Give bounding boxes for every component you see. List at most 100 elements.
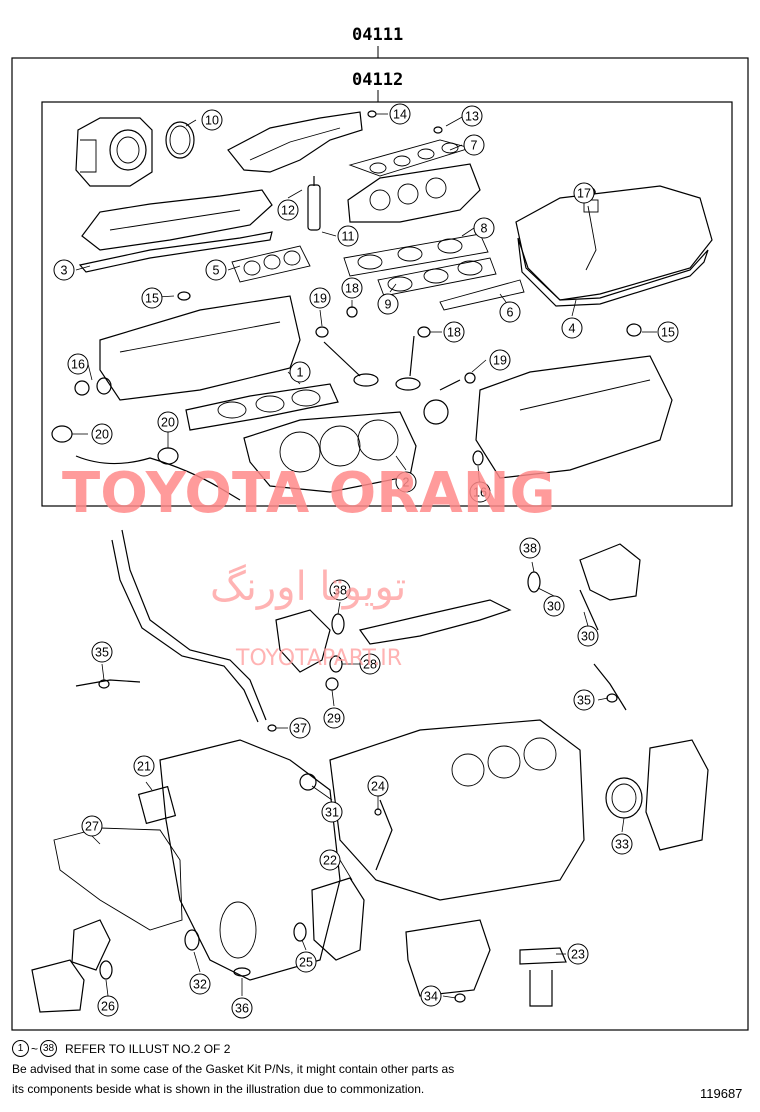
- callout-circle: [53, 259, 75, 281]
- callout-label: 20: [95, 428, 109, 442]
- cylinder-head-right-drawing: [475, 355, 673, 479]
- callout-circle: [319, 849, 341, 871]
- callout-30: 30: [543, 595, 565, 617]
- plug-right: [593, 663, 627, 711]
- callout-label: 38: [333, 584, 347, 598]
- callout-label: 38: [523, 542, 537, 556]
- callout-circle: [561, 317, 583, 339]
- kit-code-04112: 04112: [352, 70, 403, 90]
- callout-circle: [141, 287, 163, 309]
- callout-circle: [657, 321, 679, 343]
- callout-label: 30: [547, 600, 561, 614]
- callout-circle: [611, 833, 633, 855]
- callout-27: 27: [81, 815, 103, 837]
- callout-circle: [289, 361, 311, 383]
- water-bypass-pipe: [358, 599, 512, 645]
- callout-24: 24: [367, 775, 389, 797]
- callout-circle: [461, 105, 483, 127]
- ref-end-circle: 38: [40, 1040, 58, 1057]
- callout-circle: [389, 103, 411, 125]
- callout-18: 18: [341, 277, 363, 299]
- callout-17: 17: [573, 182, 595, 204]
- callout-38: 38: [519, 537, 541, 559]
- callout-circle: [499, 301, 521, 323]
- callout-30: 30: [577, 625, 599, 647]
- callout-31: 31: [321, 801, 343, 823]
- callout-35: 35: [573, 689, 595, 711]
- callout-label: 26: [101, 1000, 115, 1014]
- outer-kit-frame: [11, 57, 749, 1031]
- callout-19: 19: [489, 349, 511, 371]
- callout-group: 1234567891011121314151516161718181919202…: [53, 103, 679, 1019]
- callout-32: 32: [189, 973, 211, 995]
- water-outlet-right: [579, 543, 641, 601]
- callout-label: 7: [471, 139, 478, 153]
- gasket-21: [137, 785, 177, 825]
- callout-21: 21: [133, 755, 155, 777]
- callout-circle: [567, 943, 589, 965]
- callout-label: 35: [95, 646, 109, 660]
- callout-circle: [231, 997, 253, 1019]
- callout-circle: [295, 951, 317, 973]
- callout-19: 19: [309, 287, 331, 309]
- oil-strainer-drawing: [519, 947, 567, 1007]
- callout-38: 38: [329, 579, 351, 601]
- callout-label: 17: [577, 187, 591, 201]
- callout-circle: [573, 182, 595, 204]
- callout-label: 33: [615, 838, 629, 852]
- water-inlet-drawing: [275, 609, 331, 673]
- oil-pump-drawing: [311, 877, 365, 961]
- intake-gasket-lower: [377, 257, 497, 297]
- callout-label: 9: [385, 298, 392, 312]
- footer-reference: 1 ~ 38 REFER TO ILLUST NO.2 OF 2: [12, 1040, 230, 1057]
- callout-2: 2: [395, 471, 417, 493]
- callout-circle: [395, 471, 417, 493]
- callout-circle: [323, 707, 345, 729]
- callout-22: 22: [319, 849, 341, 871]
- callout-circle: [443, 321, 465, 343]
- plug-left: [75, 679, 141, 687]
- valve-cover-left-drawing: [81, 189, 273, 251]
- callout-circle: [91, 641, 113, 663]
- callout-26: 26: [97, 995, 119, 1017]
- callout-circle: [489, 349, 511, 371]
- callout-circle: [337, 225, 359, 247]
- callout-circle: [473, 217, 495, 239]
- callout-5: 5: [205, 259, 227, 281]
- callout-label: 32: [193, 978, 207, 992]
- callout-label: 37: [293, 722, 307, 736]
- callout-label: 1: [297, 366, 304, 380]
- callout-circle: [573, 689, 595, 711]
- exhaust-gasket-left: [231, 245, 311, 283]
- callout-label: 5: [213, 264, 220, 278]
- oil-pan-drawing: [405, 919, 491, 997]
- callout-15: 15: [657, 321, 679, 343]
- callout-circle: [543, 595, 565, 617]
- intake-gasket-right: [343, 233, 489, 277]
- callout-label: 21: [137, 760, 151, 774]
- oil-filter-drawing: [71, 919, 111, 971]
- callout-label: 3: [61, 264, 68, 278]
- illustration-number: 119687: [700, 1086, 743, 1101]
- valves-drawing: [323, 335, 461, 425]
- callout-circle: [321, 801, 343, 823]
- callout-label: 15: [145, 292, 159, 306]
- callout-circle: [189, 973, 211, 995]
- cylinder-head-left-drawing: [99, 295, 301, 401]
- callout-label: 19: [493, 354, 507, 368]
- footer-note-line1: Be advised that in some case of the Gask…: [12, 1062, 455, 1076]
- callout-circle: [91, 423, 113, 445]
- callout-label: 19: [313, 292, 327, 306]
- callout-label: 24: [371, 780, 385, 794]
- injector-drawing: [307, 176, 321, 231]
- callout-36: 36: [231, 997, 253, 1019]
- callout-label: 34: [424, 990, 438, 1004]
- callout-18: 18: [443, 321, 465, 343]
- valve-cover-right-drawing: [515, 185, 713, 301]
- callout-circle: [329, 579, 351, 601]
- intake-manifold-drawing: [347, 163, 481, 223]
- callout-leader-lines: [72, 113, 657, 999]
- callout-label: 22: [323, 854, 337, 868]
- kit-code-04111: 04111: [352, 25, 403, 45]
